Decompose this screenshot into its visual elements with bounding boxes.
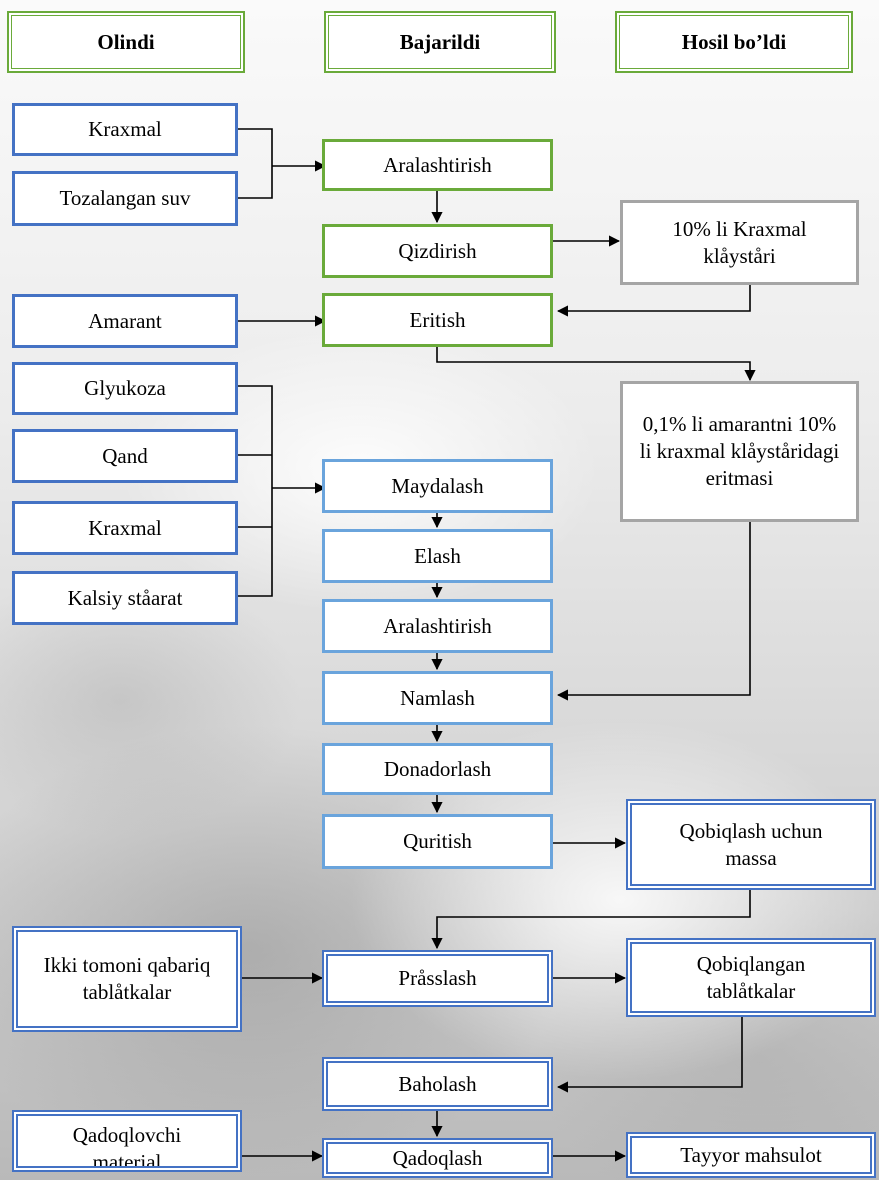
step-baholash: Baholash (322, 1057, 553, 1111)
step-label: Baholash (398, 1071, 477, 1096)
step-label: Eritish (409, 307, 466, 332)
step-label: Aralashtirish (383, 152, 492, 177)
input-glyukoza: Glyukoza (12, 362, 238, 415)
step-donadorlash: Donadorlash (322, 743, 553, 795)
step-namlash: Namlash (322, 671, 553, 725)
output-kraxmal-klaystari: 10% li Kraxmal klåyståri (620, 200, 859, 285)
input-label: Qand (102, 443, 148, 468)
output-label: Qobiqlash uchun massa (679, 818, 823, 870)
input-label: Kraxmal (88, 515, 162, 540)
step-qizdirish: Qizdirish (322, 224, 553, 278)
step-label: Donadorlash (383, 756, 492, 781)
step-label: Qizdirish (398, 238, 477, 263)
step-label: Pråsslash (398, 966, 477, 991)
input-label: Glyukoza (84, 376, 166, 401)
output-tayyor-mahsulot: Tayyor mahsulot (626, 1132, 876, 1178)
input-amarant: Amarant (12, 294, 238, 348)
output-label: 0,1% li amarantni 10% li kraxmal klåystå… (639, 412, 840, 490)
step-label: Quritish (403, 829, 472, 854)
header-inputs-label: Olindi (97, 29, 155, 54)
input-ikki-tomoni-qabariq-tabletkalar: Ikki tomoni qabariq tablåtkalar (12, 926, 242, 1032)
header-outputs: Hosil bo’ldi (615, 11, 853, 73)
step-maydalash: Maydalash (322, 459, 553, 513)
step-aralashtirish-2: Aralashtirish (322, 599, 553, 653)
input-label: Tozalangan suv (59, 186, 191, 211)
output-qobiqlash-massa: Qobiqlash uchun massa (626, 799, 876, 890)
input-label: Kalsiy ståarat (67, 585, 183, 610)
input-tozalangan-suv: Tozalangan suv (12, 171, 238, 226)
output-label: 10% li Kraxmal klåyståri (672, 216, 807, 268)
input-qadoqlovchi-material: Qadoqlovchi material (12, 1110, 242, 1172)
step-label: Maydalash (391, 473, 484, 498)
step-label: Elash (414, 543, 461, 568)
step-eritish: Eritish (322, 293, 553, 347)
output-qobiqlangan-tabletkalar: Qobiqlangan tablåtkalar (626, 938, 876, 1017)
input-kalsiy-stearat: Kalsiy ståarat (12, 571, 238, 625)
input-qand: Qand (12, 429, 238, 483)
header-process-label: Bajarildi (399, 29, 481, 54)
input-kraxmal: Kraxmal (12, 103, 238, 156)
step-label: Qadoqlash (392, 1145, 483, 1170)
step-quritish: Quritish (322, 814, 553, 869)
output-label: Qobiqlangan tablåtkalar (696, 951, 806, 1003)
input-label: Amarant (88, 308, 162, 333)
step-aralashtirish: Aralashtirish (322, 139, 553, 191)
step-label: Namlash (400, 685, 475, 710)
input-kraxmal-2: Kraxmal (12, 501, 238, 555)
header-outputs-label: Hosil bo’ldi (681, 29, 787, 54)
input-label: Ikki tomoni qabariq tablåtkalar (43, 953, 211, 1004)
step-label: Aralashtirish (383, 613, 492, 638)
step-elash: Elash (322, 529, 553, 583)
header-process: Bajarildi (324, 11, 556, 73)
input-label: Kraxmal (88, 117, 162, 142)
step-qadoqlash: Qadoqlash (322, 1138, 553, 1178)
header-inputs: Olindi (7, 11, 245, 73)
step-presslash: Pråsslash (322, 950, 553, 1007)
output-amarant-eritmasi: 0,1% li amarantni 10% li kraxmal klåystå… (620, 381, 859, 522)
input-label: Qadoqlovchi material (72, 1123, 182, 1172)
output-label: Tayyor mahsulot (680, 1142, 822, 1167)
